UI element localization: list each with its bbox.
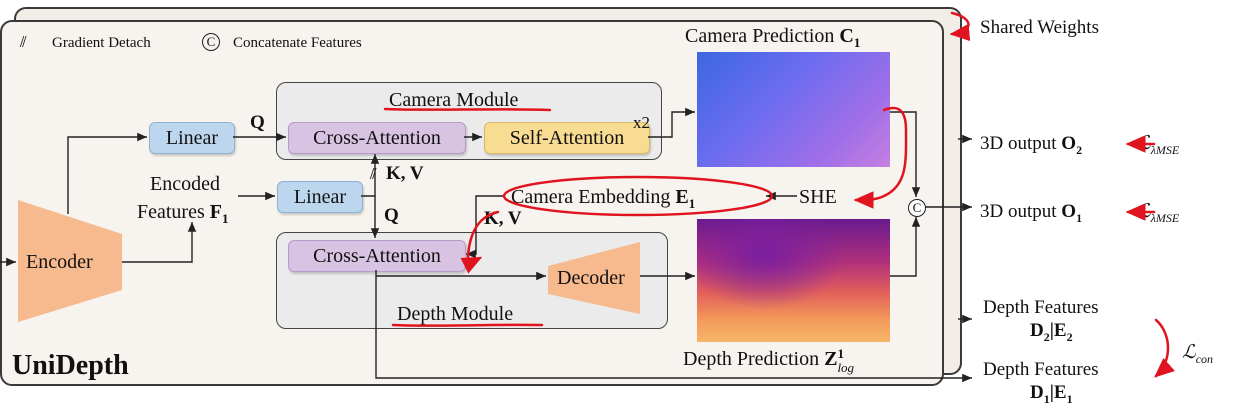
gradient-detach-icon: ⫽ <box>20 35 27 51</box>
shared-weights-label: Shared Weights <box>980 17 1099 38</box>
camera-module-title: Camera Module <box>389 89 519 111</box>
encoded-features-line1: Encoded <box>150 173 220 195</box>
depth-features-1-line2: D1|E1 <box>1030 382 1073 406</box>
kv-detach-icon: ⫽ <box>370 167 377 183</box>
depth-features-1-line1: Depth Features <box>983 359 1099 380</box>
q-top-label: Q <box>250 112 265 133</box>
concat-legend-icon: C <box>202 33 220 51</box>
legend-detach-label: Gradient Detach <box>52 35 151 51</box>
encoded-features-line2: Features F1 <box>137 201 229 226</box>
self-attention-block: Self-Attention <box>484 122 650 154</box>
encoder-label: Encoder <box>26 251 93 273</box>
concat-node-icon: C <box>908 199 926 217</box>
camera-prediction-image <box>697 52 890 167</box>
depth-features-2-line2: D2|E2 <box>1030 320 1073 344</box>
output-o1-label: 3D output O1 <box>980 201 1083 225</box>
she-label: SHE <box>799 186 837 208</box>
kv-top-label: K, V <box>386 163 424 184</box>
unidepth-brand: UniDepth <box>12 350 129 381</box>
depth-module-title: Depth Module <box>397 303 514 325</box>
legend-concat-label: Concatenate Features <box>233 35 362 51</box>
decoder-label: Decoder <box>557 267 625 289</box>
camera-cross-attention-block: Cross-Attention <box>288 122 466 154</box>
camera-prediction-label: Camera Prediction C1 <box>685 25 861 50</box>
decoder-shape <box>548 242 640 314</box>
camera-embedding-label: Camera Embedding E1 <box>511 186 696 211</box>
encoder-shape <box>18 200 122 322</box>
repeat-x2-label: x2 <box>633 113 650 132</box>
q-mid-label: Q <box>384 205 399 226</box>
linear-top-block: Linear <box>149 122 235 154</box>
depth-features-2-line1: Depth Features <box>983 297 1099 318</box>
output-o2-label: 3D output O2 <box>980 133 1083 157</box>
linear-mid-block: Linear <box>277 181 363 213</box>
con-loss-label: ℒcon <box>1182 342 1214 366</box>
depth-cross-attention-block: Cross-Attention <box>288 240 466 272</box>
depth-prediction-image <box>697 219 890 342</box>
